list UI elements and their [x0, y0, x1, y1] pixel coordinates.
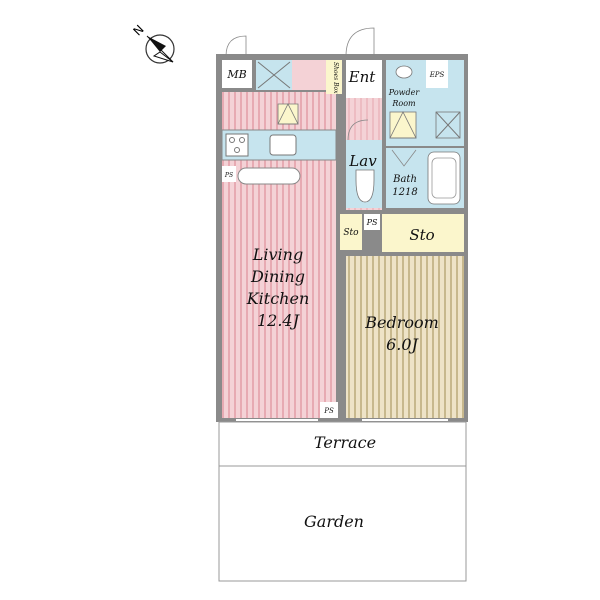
label-ps-living: PS	[323, 407, 334, 415]
label-ldk-1: Living	[252, 245, 303, 264]
kitchen-sink-icon	[269, 134, 297, 156]
label-bedroom-1: Bedroom	[364, 313, 439, 332]
label-bedroom-2: 6.0J	[386, 335, 419, 354]
toilet-icon	[355, 169, 375, 203]
wash-basin-icon	[395, 65, 413, 79]
garden	[218, 465, 467, 582]
label-ps-kitchen: PS	[224, 172, 233, 179]
compass-label: N	[131, 22, 147, 38]
label-shoes-box: Shoes Box	[332, 62, 339, 94]
meter-box	[222, 60, 252, 88]
stove-icon	[225, 133, 249, 157]
ps-kitchen-box	[222, 166, 236, 182]
entrance-floor	[346, 60, 382, 98]
eps-box	[426, 60, 448, 88]
entrance-door-swing	[345, 27, 375, 57]
label-eps: EPS	[429, 71, 445, 79]
label-ldk-4: 12.4J	[257, 311, 301, 330]
label-ldk-2: Dining	[250, 267, 305, 286]
label-powder-room-2: Room	[391, 99, 416, 108]
north-arrow-icon: N	[131, 22, 175, 64]
terrace	[218, 421, 467, 467]
washing-machine-space	[435, 111, 461, 139]
label-storage-small: Sto	[343, 228, 359, 238]
mb-door-swing	[225, 35, 247, 57]
lav-door-swing	[347, 119, 369, 141]
label-ps-hall: PS	[366, 218, 378, 227]
ps-living-box	[320, 402, 338, 418]
storage-large	[382, 214, 464, 252]
storage-small	[340, 214, 362, 250]
range-hood-icon	[277, 103, 299, 125]
bathtub-icon	[427, 151, 461, 205]
label-powder-room-1: Powder	[388, 88, 421, 97]
label-bath-1: Bath	[392, 174, 417, 185]
label-terrace: Terrace	[314, 433, 376, 452]
label-ldk-3: Kitchen	[246, 289, 310, 308]
label-entrance: Ent	[348, 68, 377, 86]
ps-hall-box	[364, 214, 380, 230]
powder-storage	[389, 111, 417, 139]
label-bath-2: 1218	[392, 187, 417, 198]
kitchen-bar	[237, 167, 301, 185]
label-mb: MB	[226, 68, 246, 81]
label-lavatory: Lav	[348, 152, 377, 170]
bedroom-floor	[346, 256, 464, 418]
shoes-box	[326, 60, 342, 94]
bath-door-swing	[391, 149, 417, 167]
label-garden: Garden	[304, 512, 364, 531]
label-storage-large: Sto	[409, 226, 434, 244]
